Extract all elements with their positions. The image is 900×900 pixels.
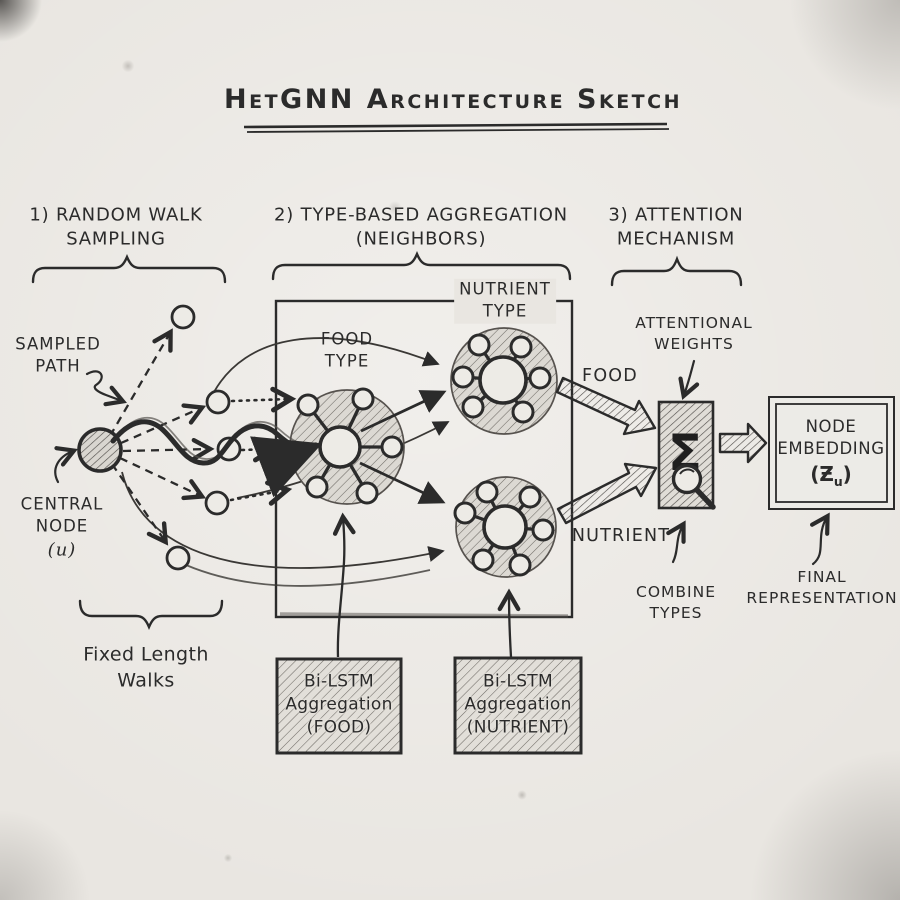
section-3-heading: 3) ATTENTION MECHANISM: [608, 204, 743, 253]
sampled-path-line: [110, 417, 323, 498]
page-title: HetGNN Architecture Sketch: [224, 83, 682, 115]
central-node-label: CENTRAL NODE (u): [21, 494, 104, 563]
section-1-line2: SAMPLING: [66, 229, 166, 250]
sampled-path-label: SAMPLED PATH: [15, 334, 101, 376]
food-type-label: FOOD TYPE: [320, 329, 374, 371]
section-1-heading: 1) RANDOM WALK SAMPLING: [29, 204, 202, 253]
attention-sum-box: Σ: [657, 400, 716, 510]
nutrient-type-cluster-bottom: [453, 476, 557, 578]
bilstm-nutrient-label: Bi-LSTM Aggregation (NUTRIENT): [464, 671, 572, 738]
sampled-node: [170, 304, 196, 330]
final-representation-label: FINAL REPRESENTATION: [746, 568, 898, 607]
food-arrow-label: FOOD: [582, 366, 638, 387]
section-2-line2: (NEIGHBORS): [355, 229, 487, 250]
sampled-node: [204, 490, 230, 516]
central-node-pointer: [54, 446, 78, 484]
attentional-weights-label: ATTENTIONAL WEIGHTS: [635, 314, 753, 353]
section-3-line2: MECHANISM: [616, 229, 736, 250]
embedding-symbol: (Ƶu): [810, 461, 852, 489]
bilstm-food-label: Bi-LSTM Aggregation (FOOD): [285, 671, 393, 738]
combine-types-pointer: [666, 520, 686, 564]
node-embedding-label: NODE EMBEDDING (Ƶu): [777, 416, 885, 489]
dashed-walk-arrows: [109, 328, 215, 546]
section-2-heading: 2) TYPE-BASED AGGREGATION (NEIGHBORS): [274, 204, 568, 253]
nutrient-hub-node: [482, 504, 528, 550]
nutrient-arrow-label: NUTRIENT: [571, 526, 671, 547]
sampled-node: [165, 545, 191, 571]
nutrient-type-cluster-top: [450, 327, 558, 435]
section-3-line1: 3) ATTENTION: [608, 204, 744, 226]
final-representation-pointer: [810, 512, 830, 566]
brace-fixed-length: [78, 599, 224, 631]
brace-attention: [610, 255, 743, 287]
brace-random-walk: [31, 253, 227, 284]
title-underline: [243, 122, 670, 133]
attentional-weights-pointer: [678, 359, 700, 401]
combine-types-label: COMBINE TYPES: [636, 583, 716, 622]
sampled-nodes: [165, 304, 242, 571]
section-1-line1: 1) RANDOM WALK: [29, 204, 203, 226]
central-node-symbol: (u): [47, 539, 77, 561]
nutrient-type-label: NUTRIENT TYPE: [454, 278, 556, 324]
food-hub-node: [318, 425, 362, 469]
embedding-output-arrow: [718, 422, 768, 464]
sampled-node: [205, 389, 231, 415]
fixed-length-walks-label: Fixed Length Walks: [83, 643, 209, 691]
brace-aggregation: [271, 250, 572, 281]
section-2-line1: 2) TYPE-BASED AGGREGATION: [274, 204, 568, 226]
nutrient-hub-node: [478, 355, 528, 405]
